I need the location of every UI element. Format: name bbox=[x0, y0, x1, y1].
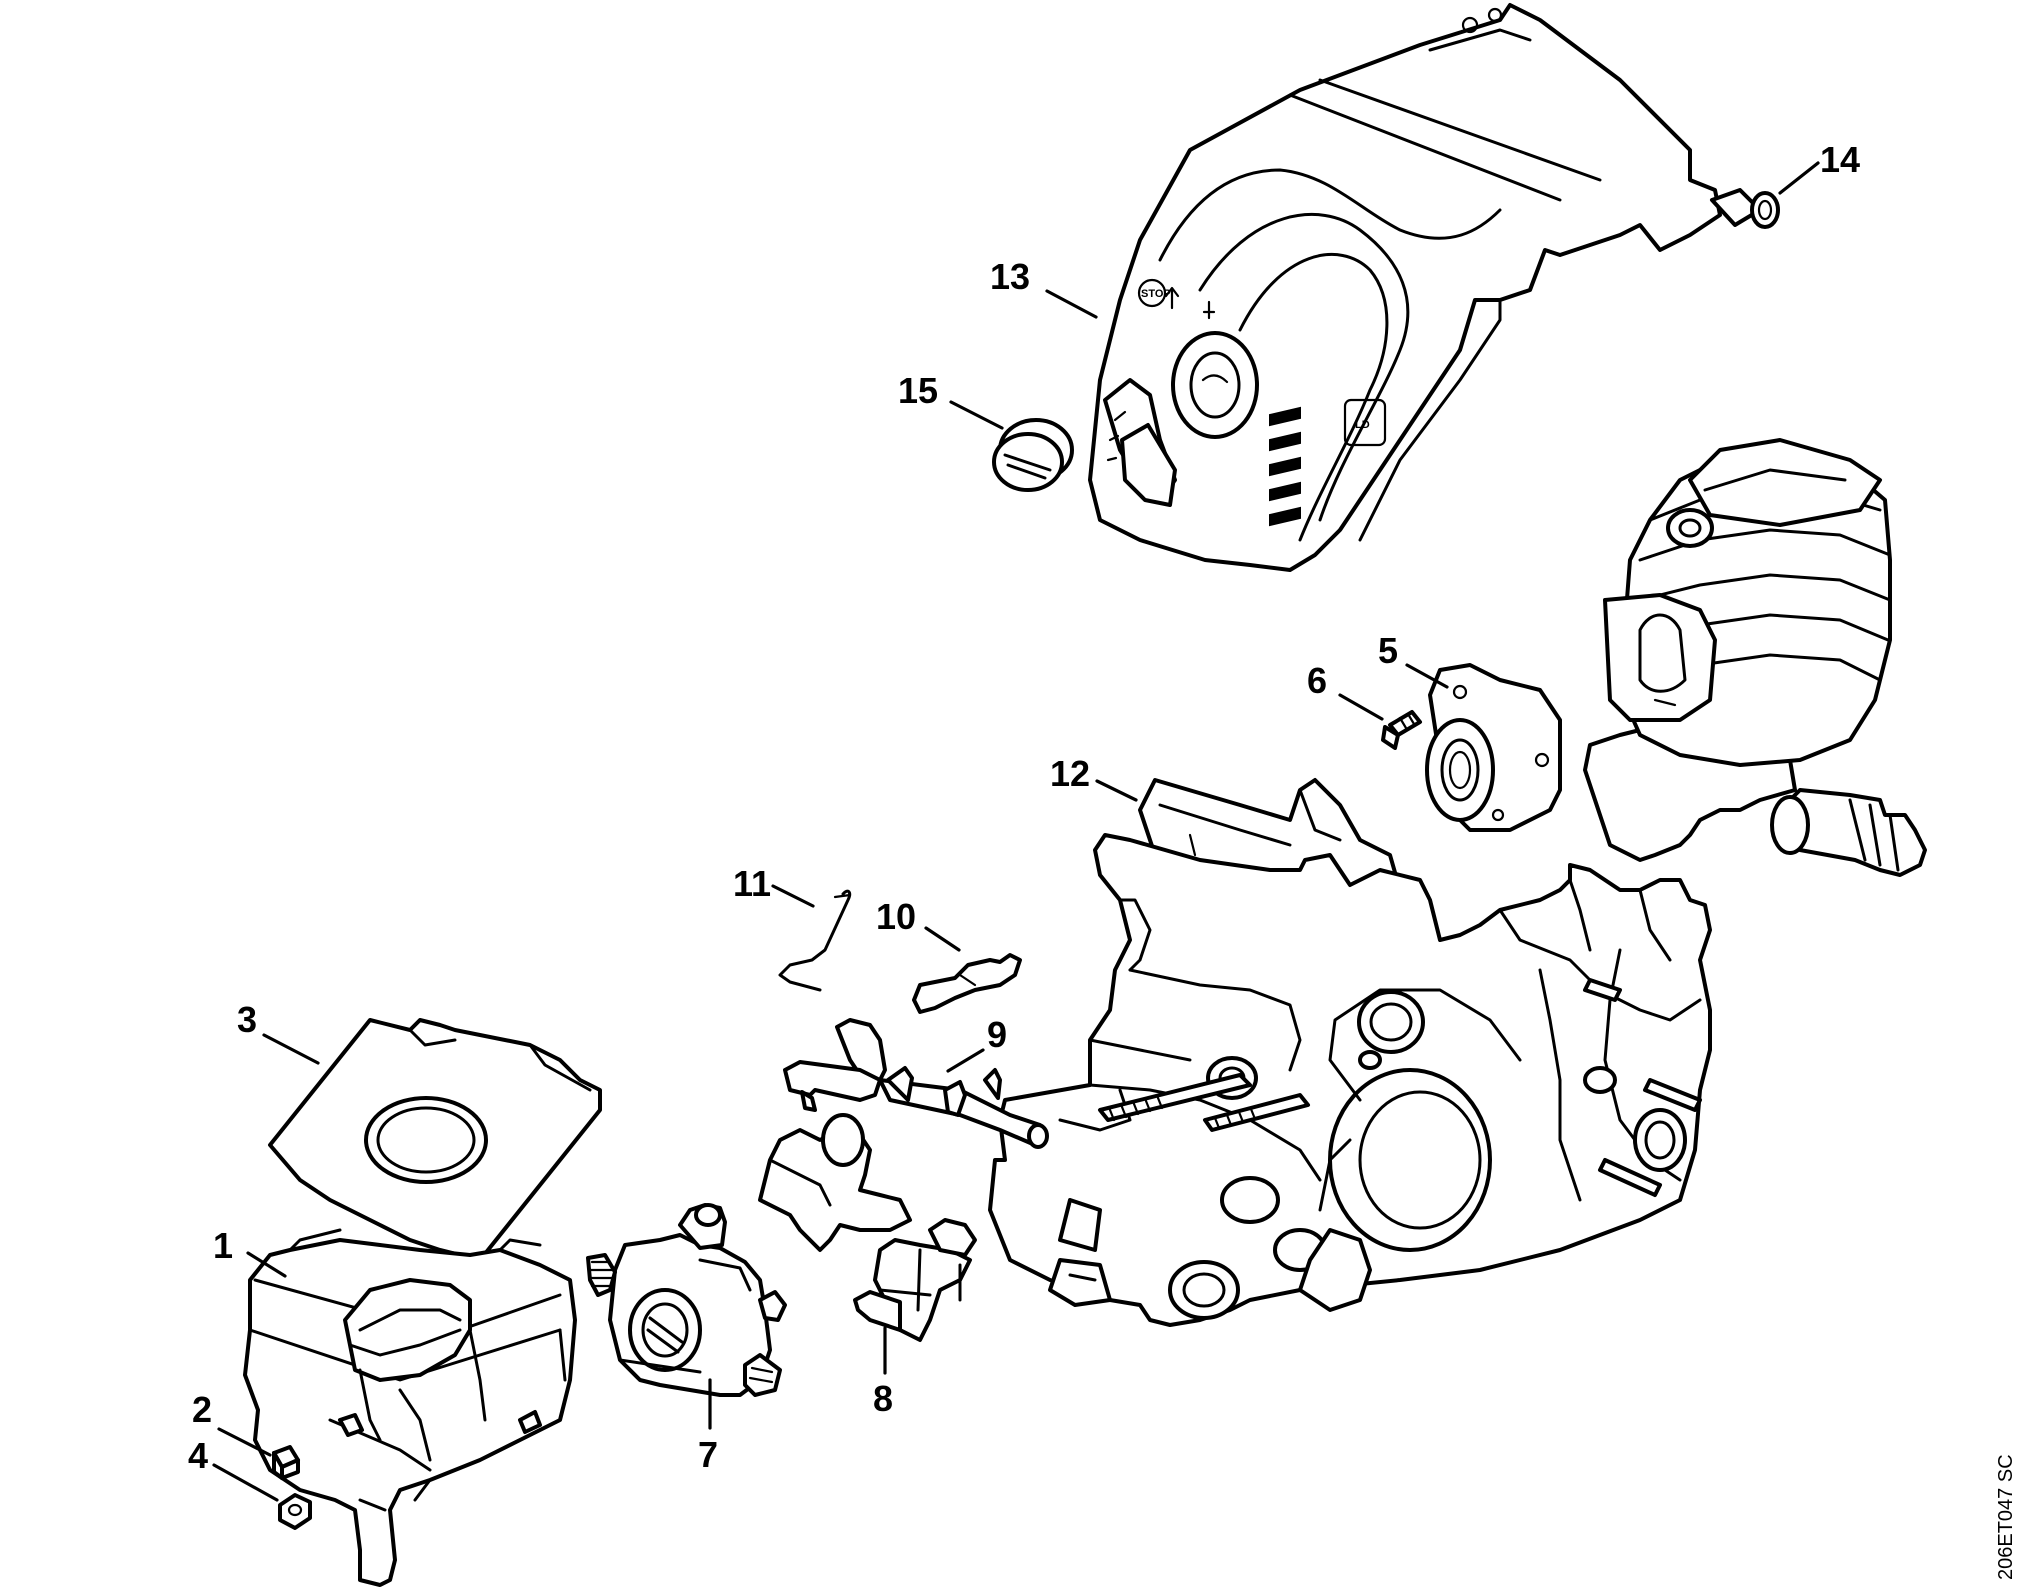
screw-part bbox=[1381, 710, 1422, 750]
callout-7: 7 bbox=[698, 1434, 718, 1475]
sleeve-part bbox=[272, 1445, 300, 1480]
leader-4 bbox=[212, 1463, 279, 1502]
callout-15: 15 bbox=[898, 370, 938, 411]
leader-lines bbox=[212, 161, 1820, 1502]
leader-1 bbox=[246, 1251, 287, 1278]
callout-9: 9 bbox=[987, 1014, 1007, 1055]
callout-1: 1 bbox=[213, 1225, 233, 1266]
vent-slots bbox=[1269, 406, 1301, 527]
air-filter-housing-part bbox=[243, 1228, 577, 1587]
callout-numbers: 1 2 3 4 5 6 7 8 9 10 11 12 13 14 15 bbox=[188, 139, 1860, 1476]
leader-15 bbox=[949, 400, 1004, 430]
leader-10 bbox=[924, 926, 961, 952]
callout-2: 2 bbox=[192, 1389, 212, 1430]
plug-cap-part bbox=[992, 418, 1074, 492]
air-filter-part bbox=[268, 1018, 602, 1262]
callout-6: 6 bbox=[1307, 660, 1327, 701]
crankcase-part bbox=[988, 833, 1712, 1327]
spring-clip-part bbox=[912, 953, 1022, 1014]
callout-11: 11 bbox=[733, 863, 771, 904]
carburetor-part bbox=[586, 1203, 787, 1397]
choke-shaft-part bbox=[783, 1018, 1049, 1149]
callout-10: 10 bbox=[876, 896, 916, 937]
leader-9 bbox=[946, 1048, 985, 1073]
leader-14 bbox=[1778, 161, 1820, 195]
ld-symbol: LD bbox=[1355, 419, 1370, 431]
leader-13 bbox=[1045, 289, 1098, 319]
engine-cylinder-part bbox=[1583, 438, 1927, 877]
intake-manifold-part bbox=[1425, 663, 1562, 832]
callout-3: 3 bbox=[237, 999, 257, 1040]
leader-11 bbox=[771, 884, 815, 908]
throttle-rod-part bbox=[778, 889, 852, 992]
leader-3 bbox=[262, 1033, 320, 1065]
callout-4: 4 bbox=[188, 1435, 208, 1476]
drawing-code: 206ET047 SC bbox=[1995, 1454, 2017, 1580]
shroud-part: STOP LD bbox=[1088, 3, 1722, 572]
callout-14: 14 bbox=[1820, 139, 1860, 180]
leader-6 bbox=[1338, 693, 1384, 721]
callout-12: 12 bbox=[1050, 753, 1090, 794]
nut-part bbox=[278, 1493, 312, 1530]
stop-symbol: STOP bbox=[1141, 288, 1171, 300]
leader-5 bbox=[1405, 663, 1449, 689]
carburetor-bracket-part bbox=[758, 1113, 977, 1342]
callout-5: 5 bbox=[1378, 630, 1398, 671]
leader-12 bbox=[1095, 779, 1138, 802]
callout-8: 8 bbox=[873, 1378, 893, 1419]
leader-2 bbox=[217, 1427, 272, 1457]
callout-13: 13 bbox=[990, 256, 1030, 297]
grommet-part bbox=[1710, 188, 1780, 229]
